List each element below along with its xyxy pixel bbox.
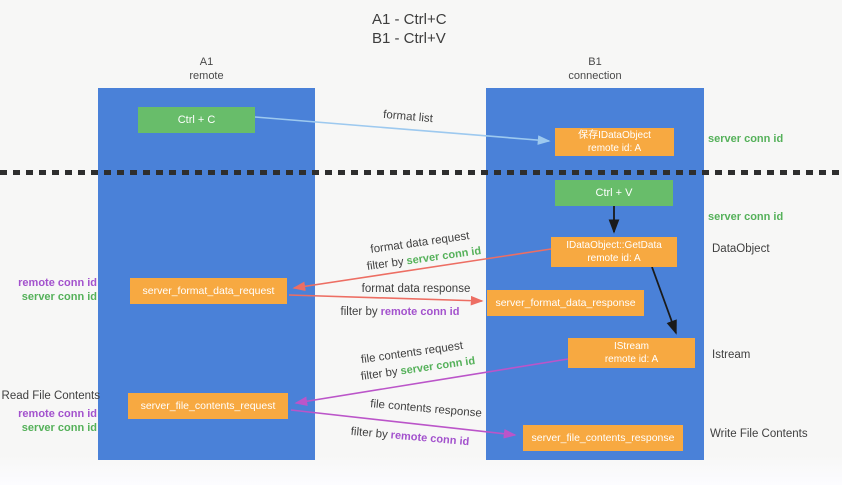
node-ctrl-c: Ctrl + C xyxy=(138,107,255,133)
dotted-divider xyxy=(0,170,842,175)
label-file-contents-response: file contents response xyxy=(369,398,483,420)
label-format-data-response: format data response xyxy=(361,283,471,295)
label-format-list: format list xyxy=(382,108,434,126)
page-title-line2: B1 - Ctrl+V xyxy=(372,30,446,47)
node-getdata-line1: IDataObject::GetData xyxy=(566,240,662,251)
side-label-istream: Istream xyxy=(712,349,751,361)
side-label-remote-conn-id-lower: remote conn id xyxy=(18,408,97,420)
label-filter-by-4: filter by xyxy=(350,425,389,442)
side-label-server-conn-id-lower: server conn id xyxy=(21,421,97,434)
label-remote-conn-id-2: remote conn id xyxy=(390,429,470,449)
node-server-format-data-request-label: server_format_data_request xyxy=(142,285,275,297)
side-label-remote-conn-id-upper: remote conn id xyxy=(18,277,97,289)
node-getdata-line2: remote id: A xyxy=(587,253,641,264)
node-server-file-contents-request-label: server_file_contents_request xyxy=(140,400,276,412)
node-ctrl-v: Ctrl + V xyxy=(555,180,673,206)
side-label-conn-ids-lower: remote conn id server conn id xyxy=(0,408,97,435)
label-filter-by-3: filter by xyxy=(360,365,399,383)
side-label-dataobject: DataObject xyxy=(712,243,770,255)
node-istream-line2: remote id: A xyxy=(604,354,659,365)
arrow-format-data-response xyxy=(288,294,484,306)
node-istream: IStream remote id: A xyxy=(568,338,695,368)
label-remote-conn-id-1: remote conn id xyxy=(380,306,460,318)
node-save-dataobject-line2: remote id: A xyxy=(587,143,642,154)
side-label-write-file-contents: Write File Contents xyxy=(710,428,808,440)
lane-a1-title: A1 xyxy=(199,56,214,68)
lane-b1-subtitle: connection xyxy=(568,69,622,82)
node-ctrl-c-label: Ctrl + C xyxy=(177,114,216,126)
node-istream-line1: IStream xyxy=(613,341,649,352)
node-server-format-data-request: server_format_data_request xyxy=(130,278,287,304)
page-title: A1 - Ctrl+C B1 - Ctrl+V xyxy=(372,10,447,48)
node-server-file-contents-response: server_file_contents_response xyxy=(523,425,683,451)
label-filter-by-2: filter by xyxy=(340,306,378,318)
node-server-format-data-response: server_format_data_response xyxy=(487,290,644,316)
node-server-file-contents-request: server_file_contents_request xyxy=(128,393,288,419)
node-server-file-contents-response-label: server_file_contents_response xyxy=(531,432,675,444)
side-label-server-conn-id-upper: server conn id xyxy=(21,290,97,303)
node-getdata: IDataObject::GetData remote id: A xyxy=(551,237,677,267)
lane-b1-title: B1 xyxy=(588,56,602,68)
side-label-conn-ids-upper: remote conn id server conn id xyxy=(0,277,97,304)
node-server-format-data-response-label: server_format_data_response xyxy=(495,297,636,309)
side-label-read-file-contents: Read File Contents xyxy=(1,390,100,402)
node-save-dataobject-line1: 保存IDataObject xyxy=(578,130,651,141)
page-title-line1: A1 - Ctrl+C xyxy=(372,11,447,28)
side-label-server-conn-id-mid: server conn id xyxy=(708,211,784,223)
lane-header-b1: B1 connection xyxy=(486,56,704,83)
side-label-server-conn-id-top: server conn id xyxy=(708,133,784,145)
lane-header-a1: A1 remote xyxy=(98,56,315,83)
node-ctrl-v-label: Ctrl + V xyxy=(595,187,633,199)
node-save-dataobject: 保存IDataObject remote id: A xyxy=(555,128,674,156)
lane-a1-subtitle: remote xyxy=(189,69,224,82)
label-filter-by-1: filter by xyxy=(366,255,405,273)
